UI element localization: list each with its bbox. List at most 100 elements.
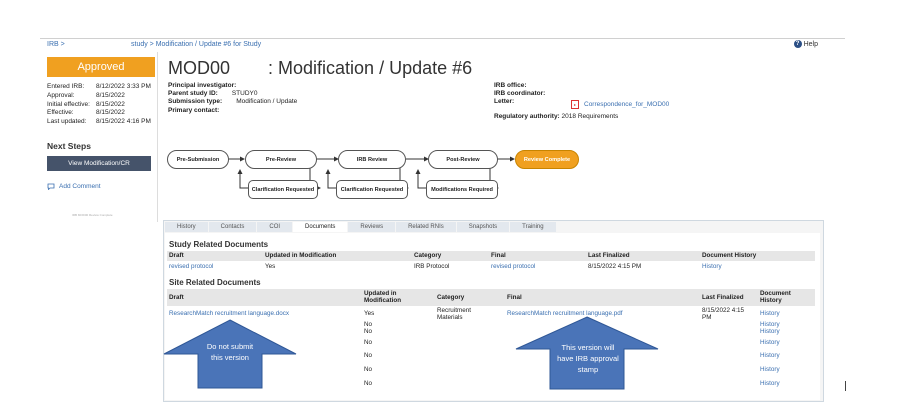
col-final: Final: [491, 252, 506, 259]
workflow-clarification-1: Clarification Requested: [248, 180, 318, 199]
study-final-link[interactable]: revised protocol: [491, 263, 536, 270]
reg-value: 2018 Requirements: [561, 113, 619, 120]
submission-meta: Entered IRB:8/12/2022 3:33 PM Approval:8…: [47, 83, 151, 127]
site-updated-no: No: [364, 321, 373, 328]
site-docs-title: Site Related Documents: [169, 278, 261, 287]
site-last-finalized: 8/15/2022 4:15 PM: [702, 307, 745, 321]
tab-snapshots[interactable]: Snapshots: [456, 222, 510, 232]
help-icon: ?: [793, 40, 802, 48]
col-last-finalized: Last Finalized: [588, 252, 630, 259]
cursor-mark: [845, 381, 846, 391]
meta-value: 8/15/2022: [96, 109, 125, 117]
site-updated-no: No: [364, 352, 373, 359]
letter-link-label: Correspondence_for_MOD00: [584, 101, 670, 109]
coord-label: IRB coordinator:: [494, 90, 546, 98]
col-updated: Updated in Modification: [364, 290, 402, 304]
site-updated: Yes: [364, 310, 375, 317]
workflow-pre-submission: Pre-Submission: [167, 150, 229, 169]
meta-key: Entered IRB:: [47, 83, 85, 90]
col-last-finalized: Last Finalized: [702, 294, 744, 301]
site-final-link[interactable]: ResearchMatch recruitment language.pdf: [507, 310, 623, 317]
site-draft-link[interactable]: ResearchMatch recruitment language.docx: [169, 310, 290, 317]
subtype-value: Modification / Update: [236, 98, 298, 106]
callout-arrow-left: [163, 319, 297, 389]
meta-value: 8/15/2022: [96, 91, 125, 99]
callout-right-text: This version will have IRB approval stam…: [557, 343, 619, 374]
site-updated-no: No: [364, 366, 373, 373]
col-category: Category: [414, 252, 442, 259]
primary-label: Primary contact:: [168, 106, 220, 114]
col-updated: Updated in Modification: [265, 252, 337, 259]
tab-reviews[interactable]: Reviews: [348, 222, 396, 232]
meta-key: Last updated:: [47, 118, 87, 126]
tab-contacts[interactable]: Contacts: [208, 222, 257, 232]
workflow-modifications: Modifications Required: [426, 180, 498, 199]
info-right: IRB office: IRB coordinator: Letter:: [494, 82, 545, 107]
site-history-link[interactable]: History: [760, 321, 780, 328]
parent-label: Parent study ID:: [168, 90, 218, 98]
breadcrumb-path[interactable]: study > Modification / Update #6 for Stu…: [131, 41, 262, 48]
meta-key: Effective:: [47, 109, 74, 117]
tab-documents[interactable]: Documents: [293, 222, 348, 232]
site-history-link[interactable]: History: [760, 366, 780, 373]
help-label: Help: [803, 40, 818, 48]
subtype-label: Submission type:: [168, 98, 223, 106]
view-modification-button[interactable]: View Modification/CR: [47, 156, 151, 171]
sidebar-divider: [157, 52, 158, 222]
col-document-history: Document History: [702, 252, 757, 259]
study-category: IRB Protocol: [414, 263, 450, 270]
meta-key: Initial effective:: [47, 100, 90, 108]
col-final: Final: [507, 294, 522, 301]
footer-text: IRB MOD00 Review Complete: [72, 213, 113, 217]
site-history-link[interactable]: History: [760, 380, 780, 387]
col-document-history: Document History: [760, 290, 791, 304]
site-updated-no: No: [364, 339, 373, 346]
site-docs-header: [167, 289, 815, 306]
letter-label: Letter:: [494, 98, 515, 106]
help-link[interactable]: ? Help: [793, 40, 818, 48]
site-updated-no: No: [364, 328, 373, 335]
workflow-clarification-2: Clarification Requested: [336, 180, 408, 199]
site-updated-no: No: [364, 380, 373, 387]
tab-bar: History Contacts COI Documents Reviews R…: [165, 222, 557, 232]
tab-training[interactable]: Training: [510, 222, 556, 232]
study-docs-title: Study Related Documents: [169, 240, 269, 249]
study-history-link[interactable]: History: [702, 263, 722, 270]
pdf-icon: ▸: [571, 100, 579, 109]
page-title: MOD00: Modification / Update #6: [168, 58, 472, 79]
study-draft-link[interactable]: revised protocol: [169, 263, 214, 270]
title-id: MOD00: [168, 58, 231, 78]
add-comment-label: Add Comment: [59, 183, 101, 191]
study-last-finalized: 8/15/2022 4:15 PM: [588, 263, 642, 270]
site-history-link[interactable]: History: [760, 352, 780, 359]
callout-arrow-right: [515, 316, 659, 390]
study-updated: Yes: [265, 263, 276, 270]
add-comment-link[interactable]: Add Comment: [47, 183, 101, 191]
workflow-review-complete: Review Complete: [515, 150, 579, 169]
info-left: Principal investigator: Parent study ID:…: [168, 82, 297, 115]
status-badge: Approved: [47, 57, 155, 77]
workflow-pre-review: Pre-Review: [245, 150, 317, 169]
col-draft: Draft: [169, 294, 184, 301]
meta-value: 8/15/2022 4:16 PM: [96, 118, 151, 126]
site-history-link[interactable]: History: [760, 328, 780, 335]
callout-left-text: Do not submit this version: [206, 342, 254, 362]
meta-value: 8/15/2022: [96, 100, 125, 108]
site-history-link[interactable]: History: [760, 310, 780, 317]
tab-history[interactable]: History: [165, 222, 208, 232]
col-category: Category: [437, 294, 465, 301]
letter-link[interactable]: ▸ Correspondence_for_MOD00: [571, 100, 669, 109]
col-draft: Draft: [169, 252, 184, 259]
top-bar: [40, 38, 845, 53]
pi-label: Principal investigator:: [168, 82, 237, 89]
workflow-irb-review: IRB Review: [338, 150, 406, 169]
workflow-post-review: Post-Review: [428, 150, 498, 169]
tab-related-rnis[interactable]: Related RNIs: [396, 222, 456, 232]
tab-coi[interactable]: COI: [257, 222, 293, 232]
next-steps-heading: Next Steps: [47, 141, 91, 151]
meta-key: Approval:: [47, 91, 75, 99]
site-category: Recruitment Materials: [437, 307, 471, 321]
comment-icon: [47, 183, 55, 191]
site-history-link[interactable]: History: [760, 339, 780, 346]
breadcrumb-irb[interactable]: IRB >: [47, 41, 65, 48]
